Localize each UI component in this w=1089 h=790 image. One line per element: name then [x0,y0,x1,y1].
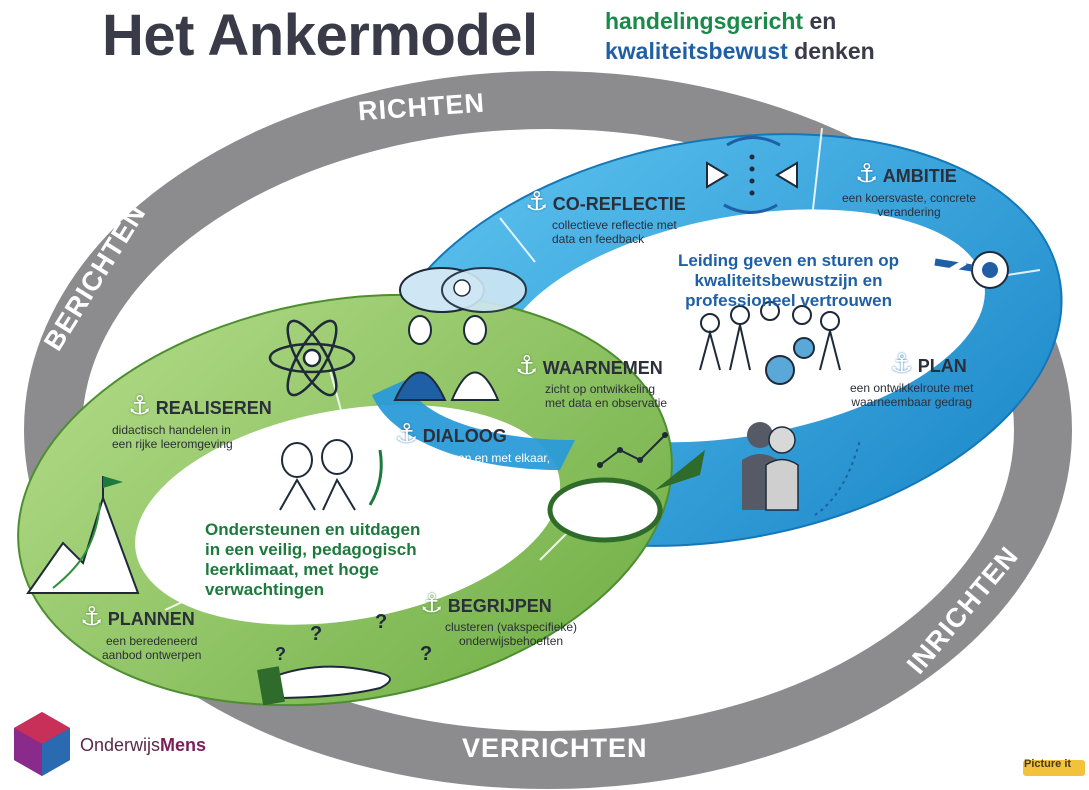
center-line: kwaliteitsbewustzijn en [694,271,883,290]
step-title: PLANNEN [107,609,195,629]
step-co-reflectie: ⚓ CO-REFLECTIE [525,188,686,215]
gears-icon [765,337,815,385]
desc-line: clusteren (vakspecifieke) [445,620,578,634]
subtitle-tail: denken [794,38,875,64]
step-ambitie: ⚓ AMBITIE [855,160,957,187]
center-line: verwachtingen [205,580,325,599]
step-title: WAARNEMEN [542,358,663,378]
desc-line: zicht op ontwikkeling [545,382,656,396]
svg-text:?: ? [375,611,387,633]
blue-ring-overlap [372,380,575,470]
team-icon [699,301,841,371]
desc-line: data en feedback [552,232,645,246]
step-plan: ⚓ PLAN [890,350,967,377]
step-dialoog: ⚓ DIALOOG [395,420,507,447]
anchor-icon: ⚓ [128,390,152,420]
target-arrows-icon [933,251,1009,289]
center-line: in een veilig, pedagogisch [205,540,417,559]
logo-bold: Mens [160,735,207,755]
step-title: CO-REFLECTIE [552,194,686,214]
people-icon [393,315,500,401]
green-ring-center-text: Ondersteunen en uitdagen in een veilig, … [205,520,420,600]
picture-it-credit: Picture it [1024,758,1072,770]
step-title: BEGRIJPEN [447,596,552,616]
step-desc-dialoog: leren van en met elkaar, met expertise e… [422,451,550,493]
desc-line: leren van en met elkaar, [422,451,551,465]
ring-label-verrichten: VERRICHTEN [462,733,648,763]
desc-line: met data en observatie [545,396,668,410]
subtitle-word1: handelingsgericht [605,8,804,34]
picture-it-logo-icon [1023,760,1085,776]
center-line: leerklimaat, met hoge [205,560,379,579]
atom-icon [268,319,356,397]
desc-line: onderwijsbehoeften [458,634,564,648]
anchor-icon: ⚓ [855,158,879,188]
onderwijsmens-logo-text: OnderwijsMens [80,735,206,756]
anchor-icon: ⚓ [515,350,539,380]
step-desc-ambitie: een koersvaste, concrete verandering [842,191,976,219]
anchor-icon: ⚓ [525,186,549,216]
outer-ring [24,71,1072,789]
desc-line: didactisch handelen in [112,423,231,437]
step-plannen: ⚓ PLANNEN [80,603,195,630]
step-begrijpen: ⚓ BEGRIJPEN [420,590,552,617]
graph-magnifier-icon [547,432,705,543]
desc-line: een beredeneerd [106,634,198,648]
step-realiseren: ⚓ REALISEREN [128,392,272,419]
step-desc-realiseren: didactisch handelen in een rijke leeromg… [112,423,233,451]
subtitle-conj: en [809,8,837,34]
desc-line: collectieve reflectie met [552,218,677,232]
step-desc-begrijpen: clusteren (vakspecifieke) onderwijsbehoe… [445,620,577,648]
svg-text:?: ? [275,644,286,664]
step-title: DIALOOG [422,426,507,446]
duo-icon [279,439,383,511]
anchor-icon: ⚓ [890,348,914,378]
svg-text:?: ? [420,643,432,665]
center-line: professioneel vertrouwen [685,291,892,310]
step-desc-waarnemen: zicht op ontwikkeling met data en observ… [545,382,667,410]
step-waarnemen: ⚓ WAARNEMEN [515,352,663,379]
page-title: Het Ankermodel [102,3,538,68]
anchor-icon: ⚓ [420,588,444,618]
step-title: REALISEREN [155,398,272,418]
step-title: AMBITIE [882,166,957,186]
butterfly-arrows-icon [706,136,798,214]
desc-line: verandering [877,205,941,219]
step-desc-plan: een ontwikkelroute met waarneembaar gedr… [850,381,973,409]
center-line: Ondersteunen en uitdagen [205,520,421,539]
person-pair-icon [742,422,861,516]
mountain-icon [26,476,140,594]
page-subtitle: handelingsgericht en kwaliteitsbewust de… [605,6,875,66]
desc-line: waarneembaar gedrag [851,395,973,409]
step-desc-co-reflectie: collectieve reflectie met data en feedba… [552,218,677,246]
onderwijsmens-logo-icon [14,712,70,776]
center-line: Leiding geven en sturen op [678,251,900,270]
svg-text:?: ? [310,623,322,645]
desc-line: met expertise en [441,465,531,479]
logo-prefix: Onderwijs [80,735,161,755]
desc-line: engagement [452,479,520,493]
desc-line: een koersvaste, concrete [842,191,977,205]
blue-ring-center-text: Leiding geven en sturen op kwaliteitsbew… [678,251,899,311]
subtitle-word2: kwaliteitsbewust [605,38,788,64]
anchor-icon: ⚓ [395,418,419,448]
speech-bubble-icon [399,267,527,313]
anchor-icon: ⚓ [80,601,104,631]
desc-line: aanbod ontwerpen [102,648,202,662]
step-title: PLAN [917,356,967,376]
desc-line: een rijke leeromgeving [112,437,233,451]
step-desc-plannen: een beredeneerd aanbod ontwerpen [102,634,201,662]
desc-line: een ontwikkelroute met [850,381,974,395]
hand-questions-icon: ? ? ? ? [257,611,432,706]
